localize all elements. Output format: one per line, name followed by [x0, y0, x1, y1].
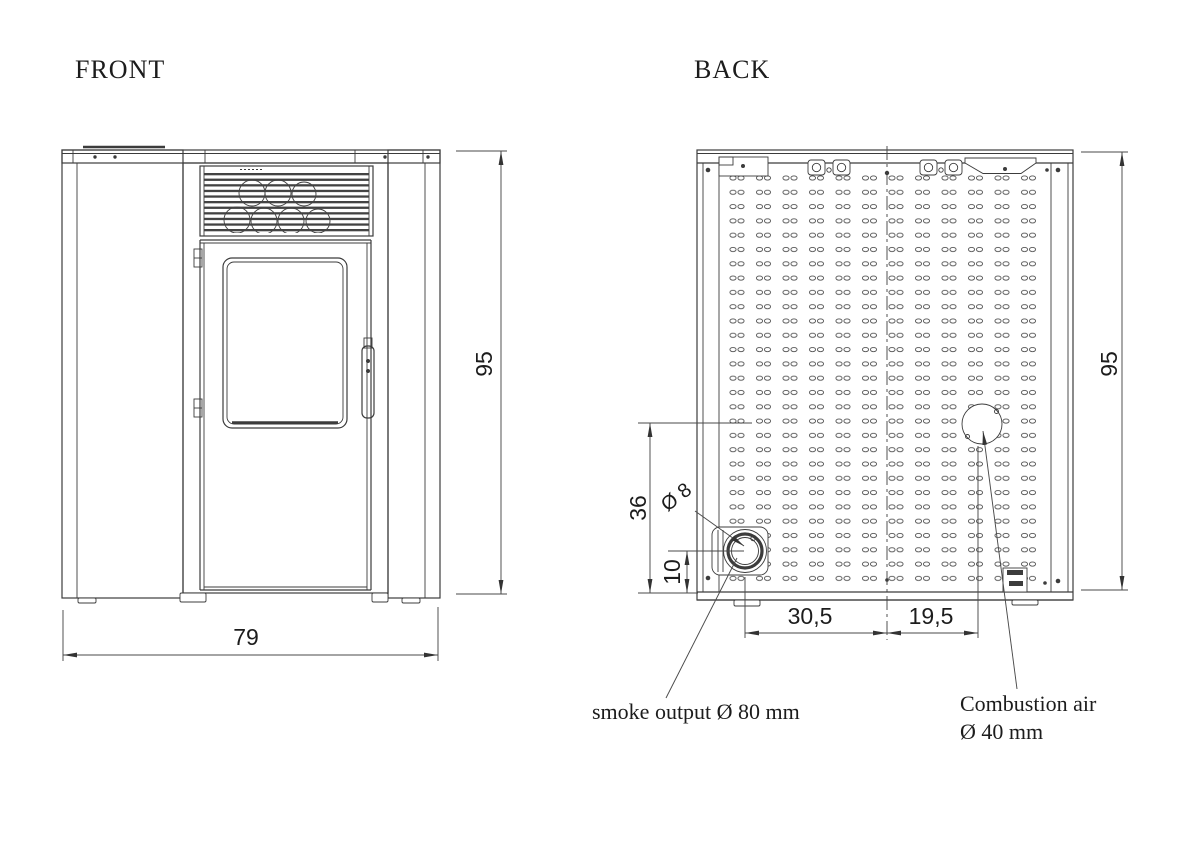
combustion-air-label-line2: Ø 40 mm: [960, 719, 1043, 744]
combustion-air-annotation: Combustion air Ø 40 mm: [960, 430, 1097, 744]
back-view: BACK: [592, 55, 1128, 744]
back-base: [697, 591, 1073, 607]
combustion-air-port: [961, 403, 1003, 445]
front-dim-height: 95: [456, 150, 507, 595]
back-dim-smoke-height-value: 10: [659, 559, 685, 585]
front-view-title: FRONT: [75, 55, 165, 84]
front-door-handle: [361, 337, 375, 419]
back-top-left-bracket: [718, 156, 769, 177]
back-dim-smoke-height: 10: [659, 550, 744, 593]
back-dim-air-height-value: 36: [625, 495, 651, 521]
back-dim-air-height: 36: [625, 422, 752, 594]
front-door: [193, 239, 375, 591]
back-hinge-bracket-left: [807, 159, 851, 176]
back-dim-smoke-to-centerline-value: 30,5: [788, 603, 833, 629]
back-bolts: [705, 167, 1061, 585]
front-air-grille: [199, 165, 374, 237]
front-right-panel: [387, 149, 441, 599]
back-stove-drawing: [696, 146, 1074, 640]
front-top-rail: [61, 149, 441, 164]
front-door-hinges: [193, 248, 203, 418]
back-dim-centerline-to-air-value: 19,5: [909, 603, 954, 629]
combustion-air-label-line1: Combustion air: [960, 691, 1097, 716]
back-top-right-recess: [964, 157, 1037, 174]
smoke-output-label: smoke output Ø 80 mm: [592, 699, 800, 724]
front-view: FRONT: [61, 55, 507, 661]
front-feet: [77, 592, 421, 604]
back-bottom-right-bracket: [1002, 567, 1028, 593]
front-rail-separators: [72, 150, 424, 163]
front-left-panel: [61, 149, 184, 599]
back-dim-smoke-diameter-value: Ø 8: [657, 479, 696, 516]
back-view-title: BACK: [694, 55, 770, 84]
front-dim-height-value: 95: [471, 351, 497, 377]
back-dim-height-value: 95: [1096, 351, 1122, 377]
front-dim-width-value: 79: [233, 624, 259, 650]
back-dim-bottom-offsets: 30,5 19,5: [744, 446, 979, 638]
front-rail-bolts: [93, 155, 430, 159]
back-dim-height: 95: [1081, 151, 1128, 591]
smoke-output-annotation: smoke output Ø 80 mm: [592, 557, 800, 724]
front-grille-louvers: [204, 172, 369, 233]
back-hinge-bracket-right: [919, 159, 963, 176]
front-door-window: [222, 257, 348, 429]
front-grille-inner-shapes: [204, 172, 369, 233]
front-stove-drawing: [61, 145, 441, 604]
front-dim-width: 79: [62, 607, 439, 661]
